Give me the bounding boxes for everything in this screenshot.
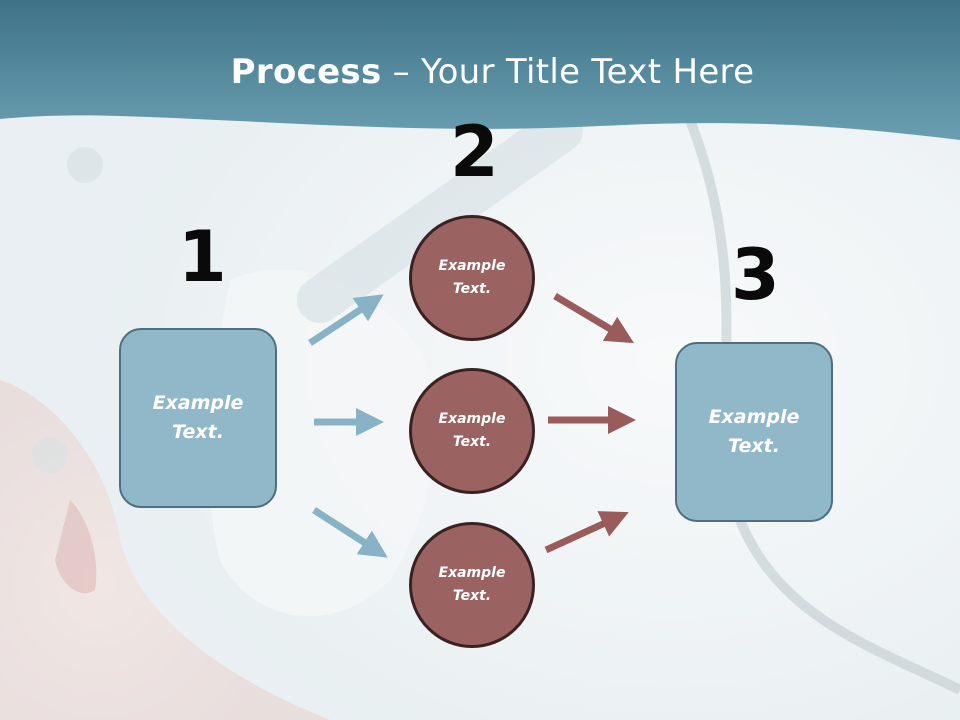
step-number-3: 3: [731, 234, 780, 316]
arrow-right-up: [553, 292, 635, 344]
circle-top-line1: Example: [438, 258, 506, 274]
circle-top-line2: Text.: [452, 281, 492, 297]
step-1-text-line2: Text.: [172, 421, 224, 443]
step-3-text-line1: Example: [708, 406, 800, 428]
step-number-1: 1: [178, 216, 227, 298]
circle-middle-line2: Text.: [452, 434, 492, 450]
circle-bottom-line1: Example: [438, 565, 506, 581]
step-1-text-line1: Example: [152, 392, 244, 414]
arrow-left-up: [308, 294, 384, 346]
step-number-2: 2: [450, 111, 499, 193]
arrow-right-down: [544, 511, 629, 554]
circle-middle-line1: Example: [438, 411, 506, 427]
title-rest: – Your Title Text Here: [381, 52, 755, 92]
step-3-text-line2: Text.: [728, 435, 780, 457]
circle-bottom-line2: Text.: [452, 588, 492, 604]
slide-title: Process – Your Title Text Here: [0, 52, 960, 92]
arrow-left-down: [312, 507, 388, 558]
title-bold: Process: [230, 52, 382, 92]
